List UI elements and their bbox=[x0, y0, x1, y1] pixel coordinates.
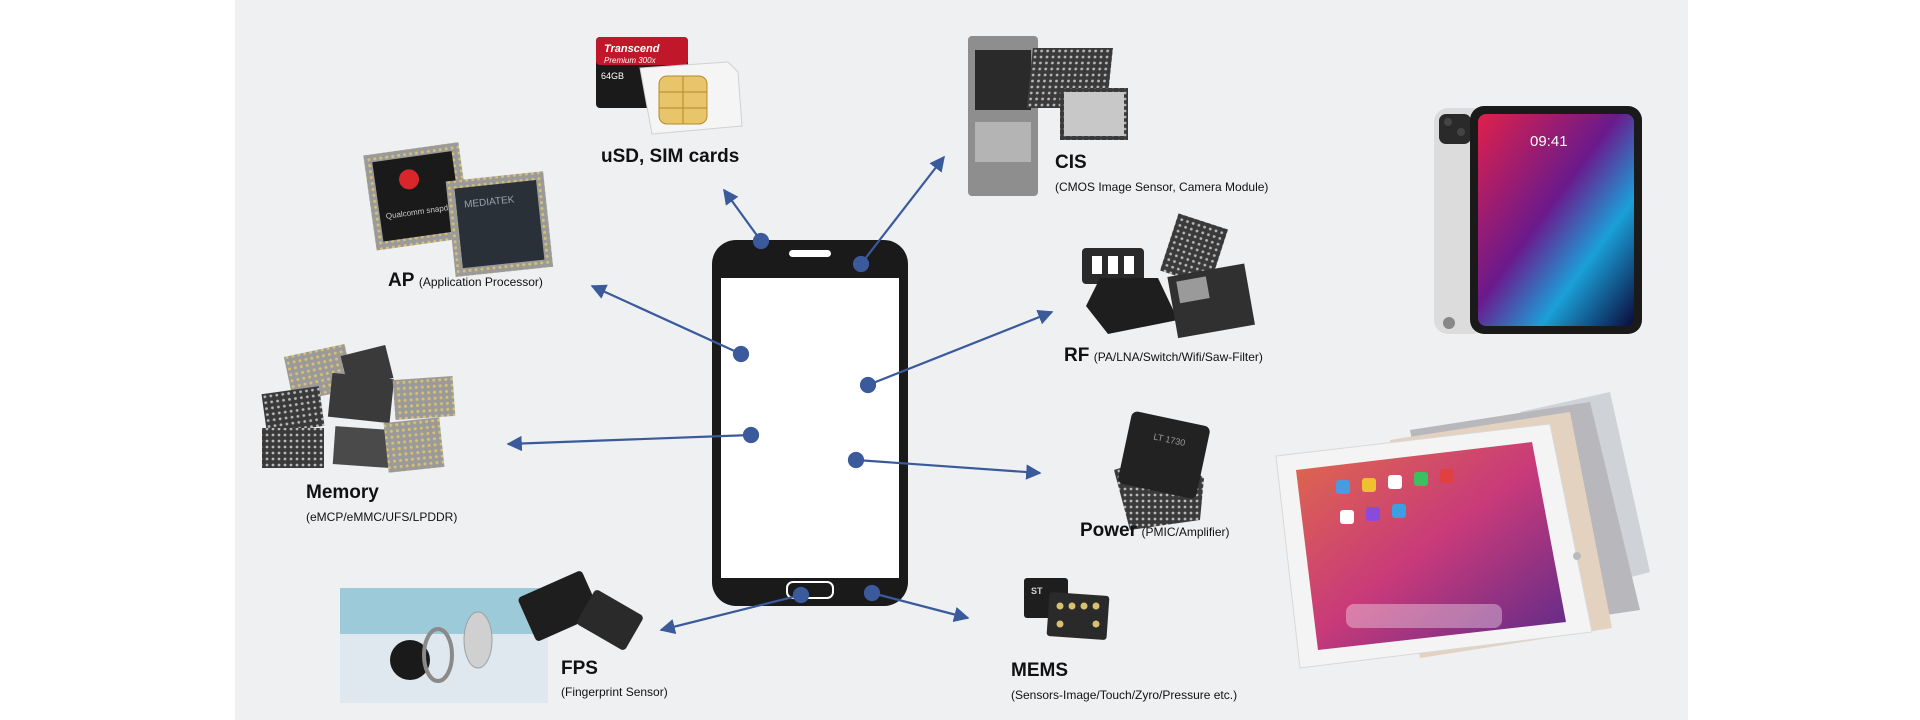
label-usd-sim-title: uSD, SIM cards bbox=[601, 146, 740, 167]
power-chips-image: LT 1730 bbox=[1114, 411, 1210, 530]
ipad-stack-image bbox=[1275, 392, 1650, 669]
label-ap-sub: (Application Processor) bbox=[418, 275, 543, 289]
label-rf-sub: (PA/LNA/Switch/Wifi/Saw-Filter) bbox=[1093, 350, 1263, 364]
label-ap: AP (Application Processor) bbox=[388, 270, 543, 292]
left-margin bbox=[0, 0, 235, 720]
label-fps-sub: (Fingerprint Sensor) bbox=[561, 685, 668, 699]
label-power: Power (PMIC/Amplifier) bbox=[1080, 520, 1230, 542]
label-mems-sub: (Sensors-Image/Touch/Zyro/Pressure etc.) bbox=[1011, 688, 1238, 702]
sim-card-image bbox=[639, 61, 743, 135]
label-mems-title: MEMS bbox=[1011, 660, 1068, 681]
memory-chips-image bbox=[261, 344, 456, 473]
mediatek-label: MEDIATEK bbox=[464, 194, 516, 210]
label-power-sub: (PMIC/Amplifier) bbox=[1141, 525, 1230, 539]
label-cis-sub: (CMOS Image Sensor, Camera Module) bbox=[1055, 180, 1269, 194]
cis-module-image bbox=[968, 36, 1128, 196]
st-logo: ST bbox=[1031, 586, 1043, 596]
ap-chips-image: Qualcomm snapdragon MEDIATEK bbox=[363, 142, 554, 277]
connector-arrows bbox=[506, 155, 1054, 635]
sd-capacity: 64GB bbox=[601, 71, 624, 81]
label-usd-sim: uSD, SIM cards bbox=[601, 146, 739, 168]
label-cis-title: CIS bbox=[1055, 152, 1087, 173]
label-fps: FPS bbox=[561, 658, 598, 680]
mems-chips-image: ST bbox=[1024, 578, 1110, 640]
fps-module-image bbox=[340, 571, 643, 703]
label-power-title: Power bbox=[1080, 520, 1138, 541]
label-memory-sub: (eMCP/eMMC/UFS/LPDDR) bbox=[306, 510, 458, 524]
ipad-pro-image: 09:41 bbox=[1434, 106, 1642, 334]
label-fps-title: FPS bbox=[561, 658, 598, 679]
ipad-clock: 09:41 bbox=[1530, 133, 1568, 150]
right-margin bbox=[1688, 0, 1920, 720]
smartphone-outline bbox=[712, 240, 908, 606]
label-ap-title: AP bbox=[388, 270, 415, 291]
label-rf: RF (PA/LNA/Switch/Wifi/Saw-Filter) bbox=[1064, 345, 1263, 367]
label-cis: CIS bbox=[1055, 152, 1087, 174]
label-mems: MEMS bbox=[1011, 660, 1068, 682]
label-rf-title: RF bbox=[1064, 345, 1090, 366]
label-memory: Memory bbox=[306, 482, 379, 504]
rf-chips-image bbox=[1082, 213, 1255, 339]
sd-model: Premium 300x bbox=[604, 56, 657, 65]
sd-brand: Transcend bbox=[604, 43, 660, 55]
label-memory-title: Memory bbox=[306, 482, 379, 503]
